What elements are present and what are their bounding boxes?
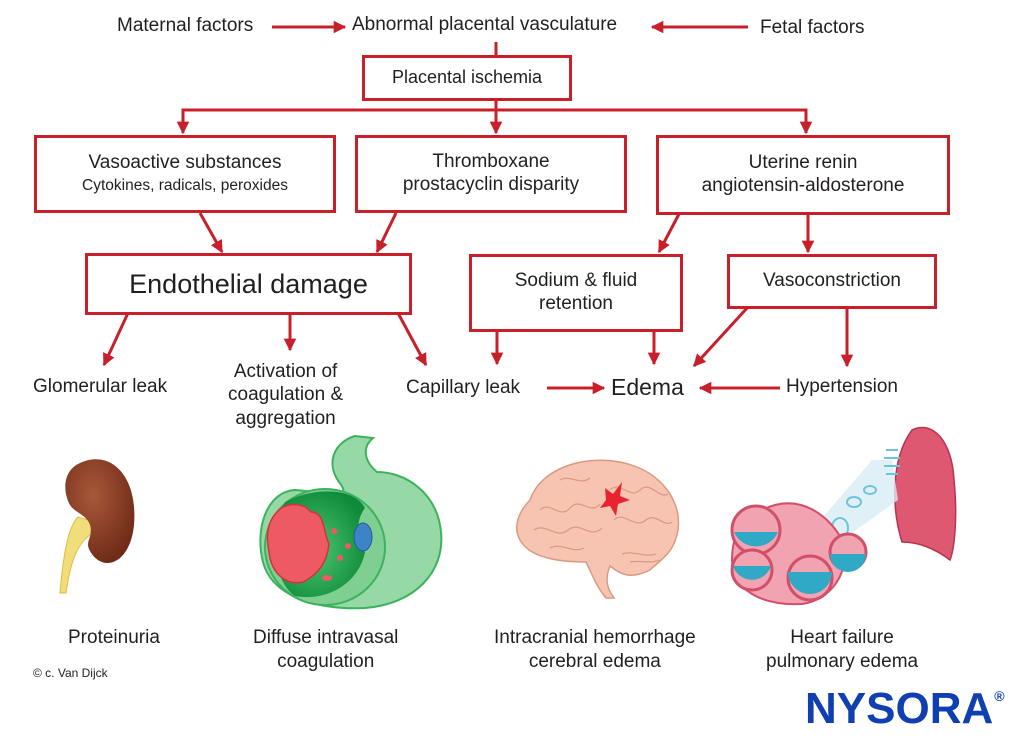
maternal-factors-label: Maternal factors [117, 15, 254, 36]
box-line: Thromboxane [432, 151, 550, 173]
arrow-to-capillary [396, 312, 428, 367]
caption-intracranial-hemorrhage: Intracranial hemorrhage cerebral edema [494, 626, 696, 675]
caption-line: Heart failure [790, 627, 894, 648]
box-subtitle: Cytokines, radicals, peroxides [82, 177, 288, 195]
box-title: Vasoactive substances [88, 152, 282, 174]
endothelial-damage-box: Endothelial damage [85, 253, 412, 315]
thromboxane-box: Thromboxane prostacyclin disparity [355, 135, 627, 213]
arrow-vasoactive-to-endothelial [198, 212, 224, 254]
box-line: retention [539, 293, 613, 314]
copyright-text: © c. Van Dijck [33, 666, 108, 680]
edema-label: Edema [611, 374, 684, 400]
activation-coagulation-label: Activation of coagulation & aggregation [228, 360, 343, 430]
caption-line: cerebral edema [528, 651, 661, 673]
brain-hemorrhage-icon [516, 459, 680, 599]
box-line: Sodium & fluid [514, 270, 638, 292]
kidney-icon [59, 459, 135, 594]
box-line: prostacyclin disparity [402, 174, 580, 195]
caption-line: Diffuse intravasal [253, 627, 399, 648]
nysora-logo: NYSORA® [805, 684, 1005, 734]
vasoactive-substances-box: Vasoactive substances Cytokines, radical… [34, 135, 336, 213]
caption-heart-failure: Heart failure pulmonary edema [766, 626, 918, 675]
arrow-to-glomerular [102, 312, 130, 367]
caption-line: coagulation [277, 651, 375, 673]
caption-diffuse-intravasal-coagulation: Diffuse intravasal coagulation [253, 626, 398, 675]
label-line: coagulation & [228, 384, 344, 406]
arrow-thromboxane-to-endothelial [375, 212, 398, 254]
box-line: angiotensin-aldosterone [701, 175, 905, 196]
box-text: Endothelial damage [129, 268, 368, 299]
box-text: Placental ischemia [391, 67, 543, 88]
placental-ischemia-box: Placental ischemia [362, 55, 572, 101]
box-text: Vasoconstriction [763, 270, 901, 292]
logo-text: NYSORA [805, 684, 994, 733]
arrow-renin-to-sodium [657, 213, 681, 254]
blood-vessel-clot-icon [259, 434, 443, 610]
label-line: Activation of [233, 361, 338, 382]
caption-line: Proteinuria [68, 627, 160, 648]
capillary-leak-label: Capillary leak [406, 377, 521, 398]
registered-mark: ® [994, 688, 1005, 704]
uterine-renin-box: Uterine renin angiotensin-aldosterone [656, 135, 950, 215]
box-line: Uterine renin [748, 152, 858, 174]
label-line: aggregation [235, 407, 336, 429]
caption-proteinuria: Proteinuria [68, 626, 160, 650]
abnormal-placental-vasculature-label: Abnormal placental vasculature [352, 14, 618, 35]
caption-line: Intracranial hemorrhage [494, 627, 696, 648]
fetal-factors-label: Fetal factors [760, 17, 865, 38]
hypertension-label: Hypertension [786, 376, 898, 397]
glomerular-leak-label: Glomerular leak [33, 376, 168, 397]
sodium-fluid-retention-box: Sodium & fluid retention [469, 254, 683, 332]
arrow-vasoconstriction-to-edema [692, 305, 750, 368]
vasoconstriction-box: Vasoconstriction [727, 254, 937, 309]
caption-line: pulmonary edema [766, 651, 919, 673]
lung-alveoli-icon [730, 426, 957, 606]
